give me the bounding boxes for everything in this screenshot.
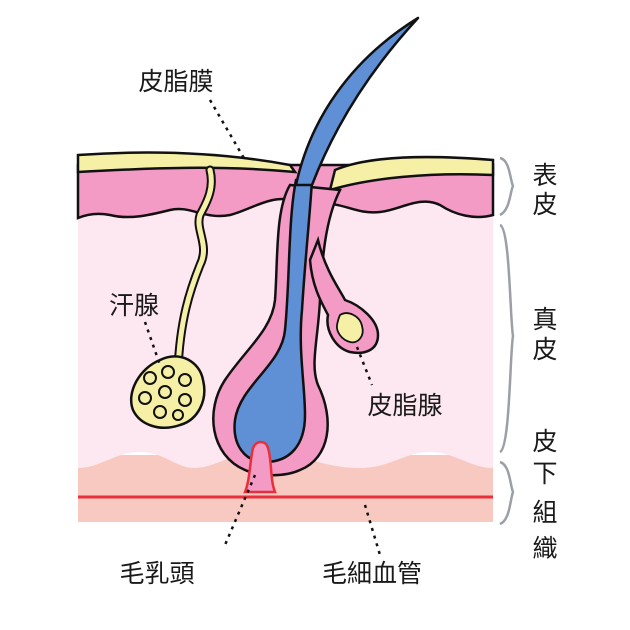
pointer-capillary: [363, 504, 382, 556]
label-hair-papilla: 毛乳頭: [119, 559, 194, 588]
bracket-subcutis: [499, 460, 515, 526]
label-dermis-1: 真: [532, 305, 557, 334]
bracket-epidermis: [499, 156, 515, 217]
pointer-sebaceous-gland: [355, 346, 374, 386]
label-subcutis-4: 織: [532, 534, 557, 563]
sweat-gland-coil-loops: [138, 365, 192, 421]
sebaceous-gland-core: [336, 312, 364, 344]
hair-papilla: [243, 440, 277, 494]
label-subcutis-1: 皮: [532, 427, 557, 456]
pointer-lines: [143, 99, 382, 556]
bracket-dermis: [499, 223, 515, 454]
label-epidermis-1: 表: [532, 161, 557, 190]
label-sweat-gland: 汗腺: [109, 291, 159, 320]
sebum-film-layer: [76, 151, 298, 174]
pointer-sebum-film: [208, 99, 247, 161]
layer-brackets: [499, 156, 515, 526]
hair-shaft: [294, 16, 420, 187]
label-sebum-film: 皮脂膜: [138, 67, 213, 96]
label-subcutis-2: 下: [532, 459, 557, 488]
sebum-film-layer-right: [328, 155, 495, 192]
label-epidermis-2: 皮: [532, 190, 557, 219]
label-sebaceous-gland: 皮脂腺: [367, 391, 442, 420]
sweat-gland-duct-fill: [175, 167, 214, 373]
label-dermis-2: 皮: [532, 335, 557, 364]
label-capillary: 毛細血管: [322, 559, 422, 588]
label-subcutis-3: 組: [532, 498, 557, 527]
